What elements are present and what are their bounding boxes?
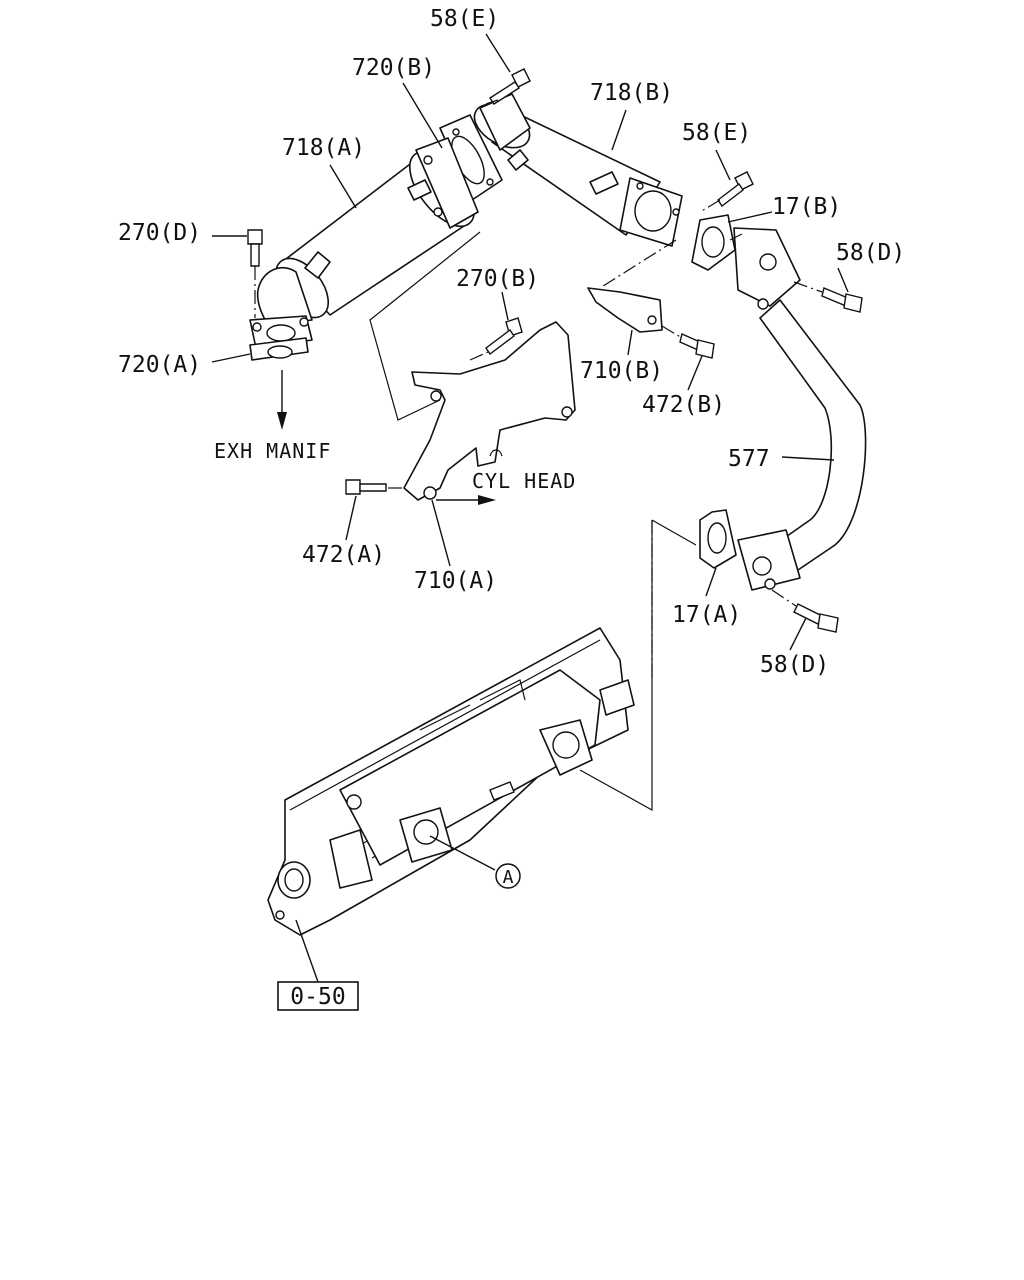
label-720a: 720(A)	[118, 352, 201, 378]
label-270b: 270(B)	[456, 266, 539, 292]
label-710a: 710(A)	[414, 568, 497, 594]
label-17b: 17(B)	[772, 194, 841, 220]
reference-box-0-50: 0-50	[277, 981, 359, 1011]
bolt-270d	[247, 229, 263, 267]
reference-box-label: 0-50	[290, 984, 345, 1010]
bolt-270b	[485, 317, 523, 356]
cylinder-head-body	[267, 627, 635, 936]
label-472b: 472(B)	[642, 392, 725, 418]
reference-lines	[369, 231, 697, 812]
cyl-head-arrow	[436, 495, 496, 505]
label-718b: 718(B)	[590, 80, 673, 106]
label-exh-manif: EXH MANIF	[214, 439, 331, 463]
bracket-710b	[587, 287, 663, 333]
bolt-58d-top	[821, 287, 863, 313]
callout-a-letter: A	[503, 867, 514, 888]
bolt-58e-right	[717, 171, 754, 208]
label-58e-top: 58(E)	[430, 6, 499, 32]
bolt-58d-bottom	[793, 603, 839, 633]
label-270d: 270(D)	[118, 220, 201, 246]
bolt-472b	[679, 333, 715, 359]
label-58d-bottom: 58(D)	[760, 652, 829, 678]
gasket-17a	[699, 509, 737, 569]
egr-pipe-577	[733, 227, 867, 591]
egr-cooler-718b	[473, 93, 683, 247]
bolt-472a	[345, 479, 387, 495]
label-472a: 472(A)	[302, 542, 385, 568]
part-labels: 58(E) 720(B) 718(B) 718(A) 58(E) 17(B) 2…	[118, 6, 905, 678]
exh-manif-arrow	[277, 370, 287, 430]
label-17a: 17(A)	[672, 602, 741, 628]
label-577: 577	[728, 446, 770, 472]
label-58e-right: 58(E)	[682, 120, 751, 146]
label-710b: 710(B)	[580, 358, 663, 384]
gasket-720b	[415, 114, 503, 229]
label-720b: 720(B)	[352, 55, 435, 81]
label-cyl-head: CYL HEAD	[472, 469, 576, 493]
label-58d-top: 58(D)	[836, 240, 905, 266]
bracket-710a	[403, 321, 576, 501]
leader-lines	[211, 33, 849, 983]
gasket-17b	[691, 214, 736, 271]
callout-a: A	[495, 863, 521, 889]
label-718a: 718(A)	[282, 135, 365, 161]
